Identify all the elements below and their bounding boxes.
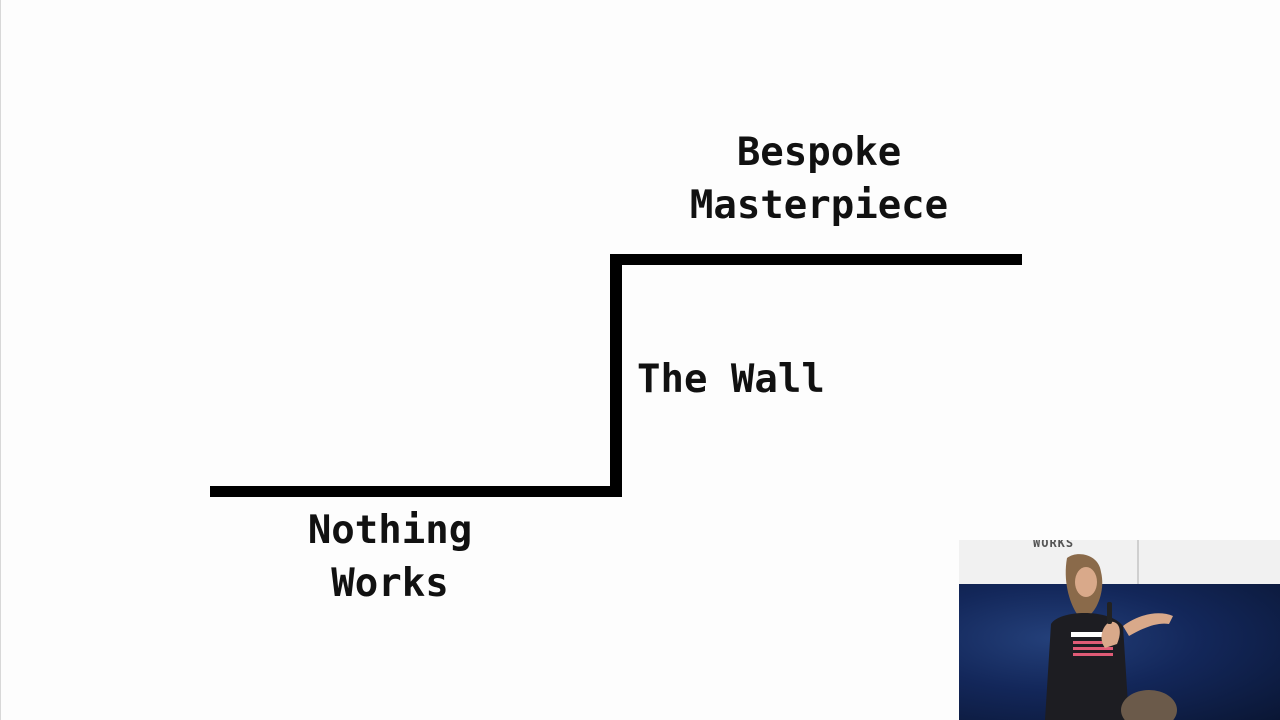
screen-divider <box>1137 540 1139 584</box>
shirt-stripe <box>1073 641 1113 644</box>
speaker-arm <box>1101 621 1120 648</box>
shirt-print <box>1071 632 1113 637</box>
speaker-face <box>1075 567 1097 597</box>
bespoke-masterpiece-label: Bespoke Masterpiece <box>619 126 1019 232</box>
upper-step-line <box>610 254 1022 265</box>
label-line: Nothing <box>307 508 473 553</box>
label-line: Works <box>331 561 449 606</box>
projection-screen: WORKS <box>959 540 1280 584</box>
nothing-works-label: Nothing Works <box>190 504 590 610</box>
speaker-figure <box>1045 554 1177 720</box>
microphone-icon <box>1107 602 1112 624</box>
lower-step-line <box>210 486 622 497</box>
wall-riser-line <box>610 254 622 497</box>
audience-head <box>1121 690 1177 720</box>
speaker-video-inset: WORKS <box>959 540 1280 720</box>
the-wall-label: The Wall <box>637 357 825 402</box>
shirt-stripe <box>1073 647 1113 650</box>
label-line: Bespoke <box>736 130 902 175</box>
projection-screen-text: WORKS <box>1033 540 1075 550</box>
shirt-stripe <box>1073 653 1113 656</box>
slide-edge <box>0 0 1 720</box>
speaker-gesture-arm <box>1123 613 1173 636</box>
label-line: Masterpiece <box>689 183 949 228</box>
